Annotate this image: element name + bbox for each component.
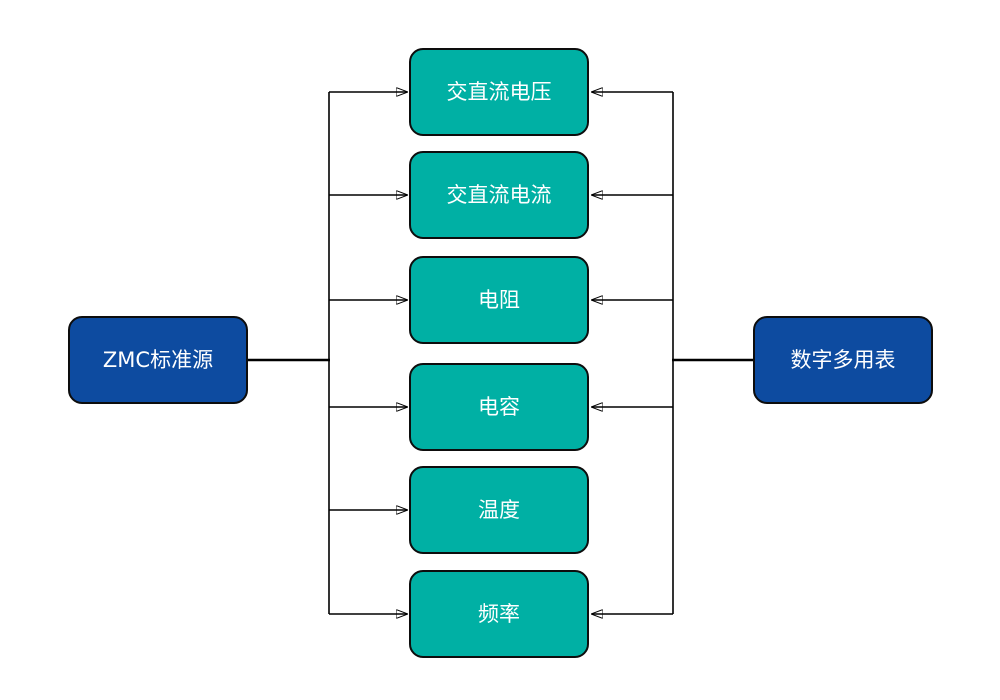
node-acdc-current: 交直流电流 <box>409 151 589 239</box>
node-label: 交直流电压 <box>446 79 552 104</box>
node-label: 频率 <box>478 601 520 626</box>
node-capacitance: 电容 <box>409 363 589 451</box>
node-digital-multimeter: 数字多用表 <box>753 316 933 404</box>
node-label: 电容 <box>478 394 520 419</box>
node-frequency: 频率 <box>409 570 589 658</box>
node-label: 温度 <box>478 497 520 522</box>
node-resistance: 电阻 <box>409 256 589 344</box>
node-temperature: 温度 <box>409 466 589 554</box>
node-acdc-voltage: 交直流电压 <box>409 48 589 136</box>
node-label: 数字多用表 <box>790 347 896 372</box>
node-zmc-standard-source: ZMC标准源 <box>68 316 248 404</box>
node-label: ZMC标准源 <box>102 347 214 372</box>
node-label: 交直流电流 <box>446 182 552 207</box>
node-label: 电阻 <box>478 287 520 312</box>
